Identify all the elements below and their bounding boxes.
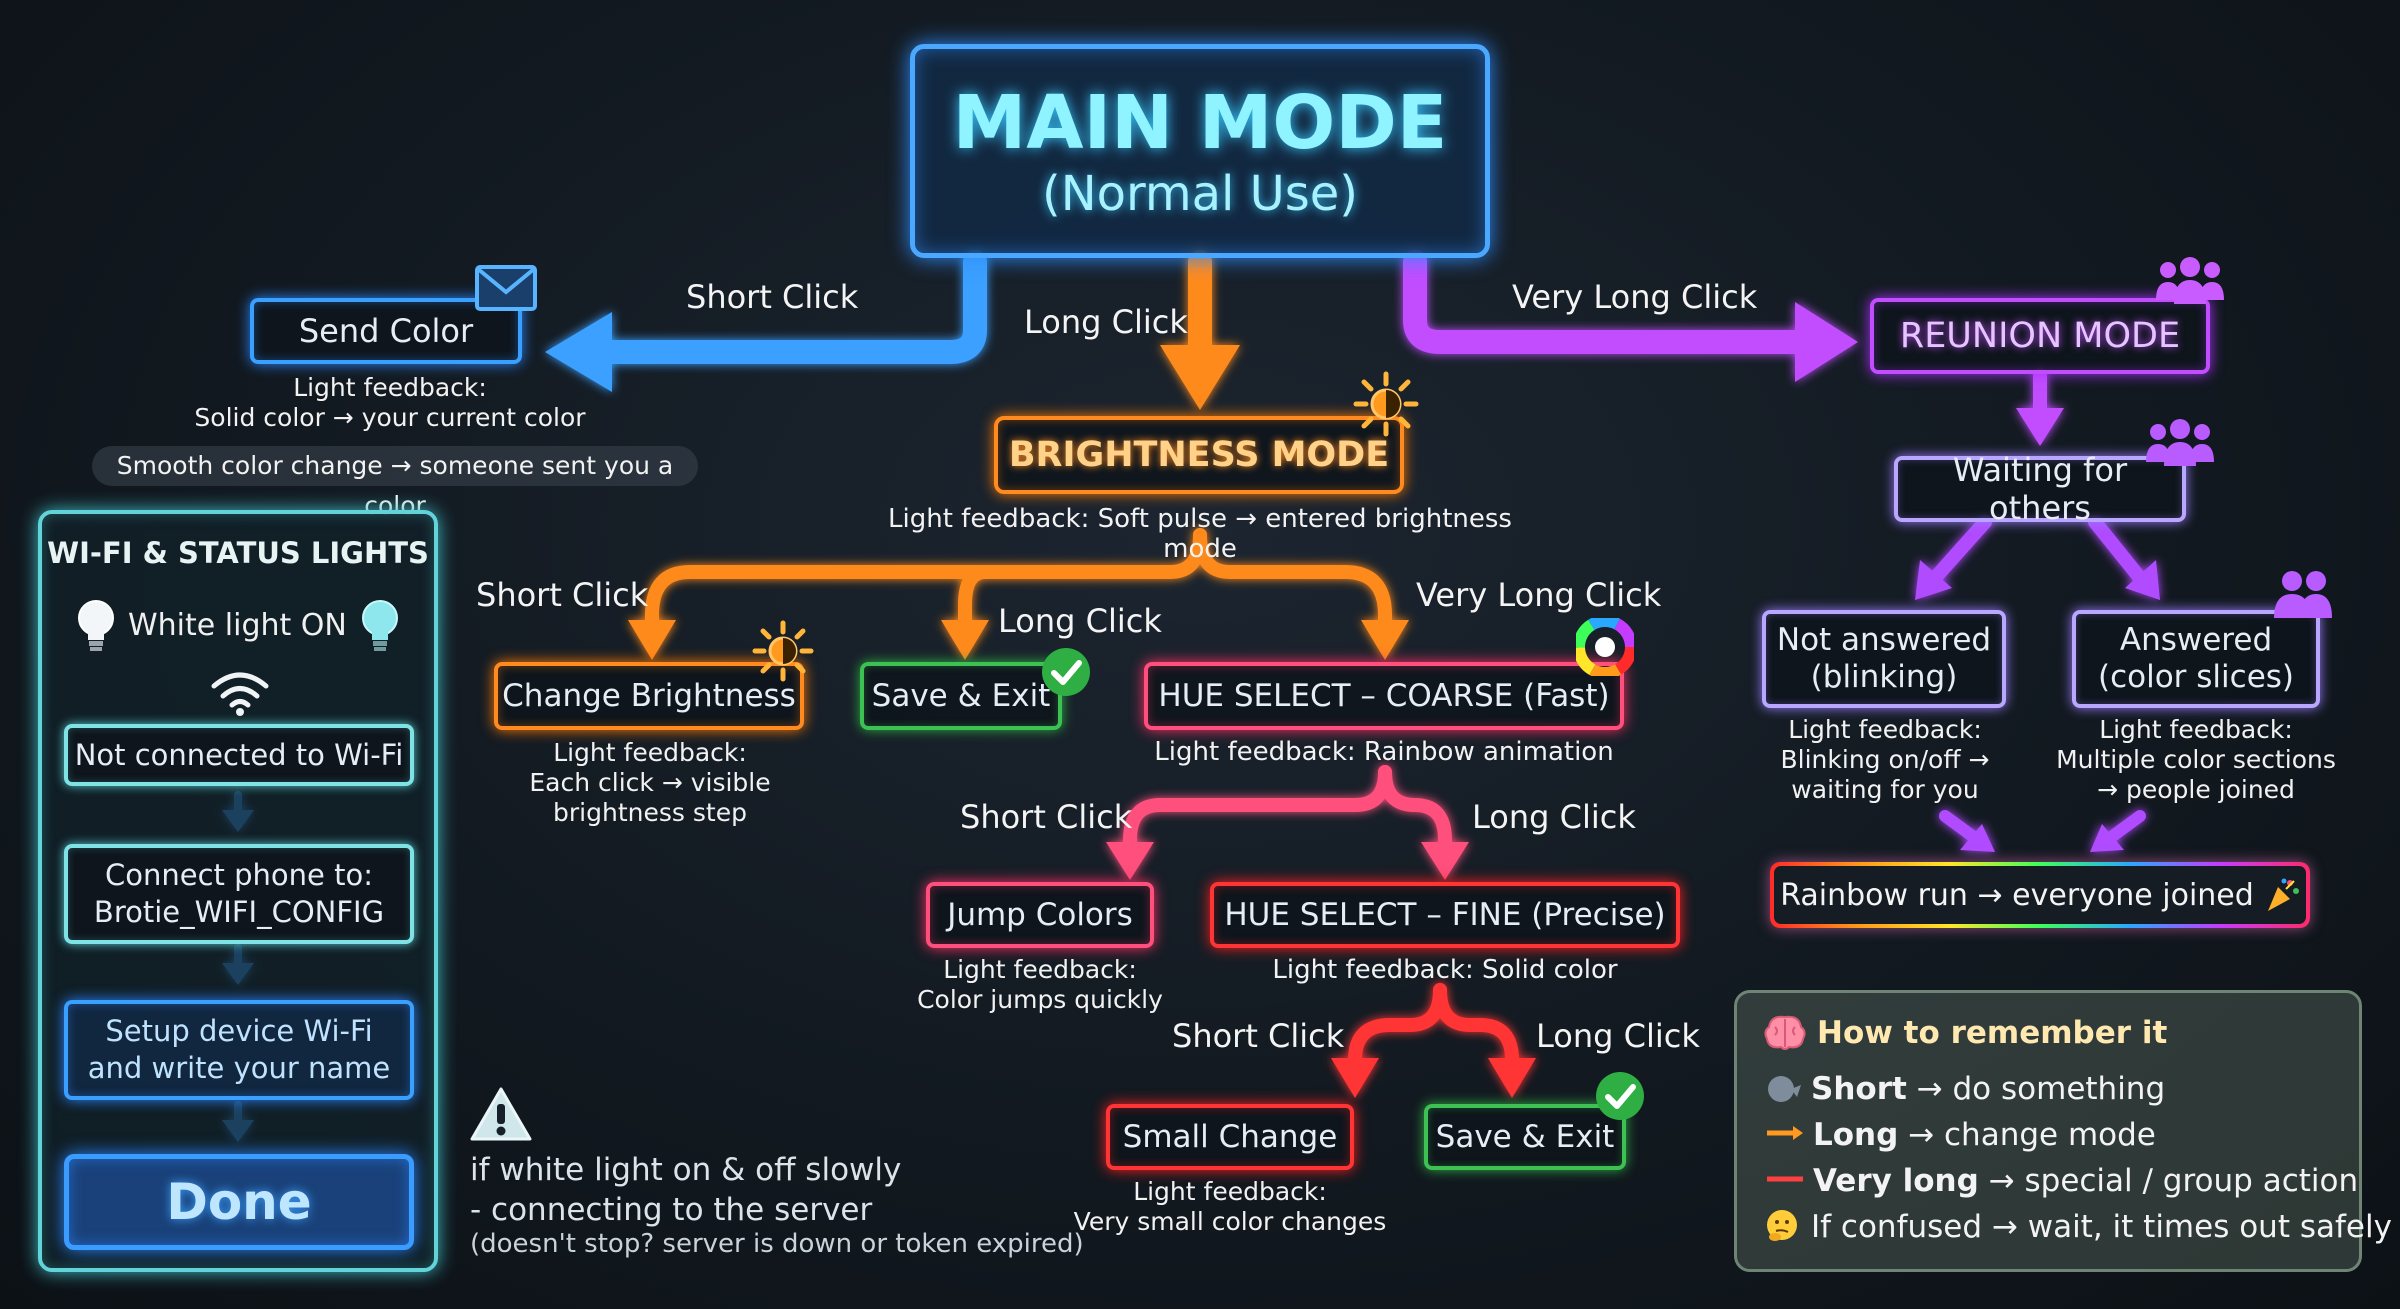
label-long-click-fine: Long Click [1536, 1017, 1700, 1055]
brightness-feedback: Light feedback: Soft pulse → entered bri… [888, 504, 1512, 564]
main-mode-box: MAIN MODE (Normal Use) [910, 44, 1490, 258]
done-box: Done [64, 1154, 414, 1250]
hue-coarse-feedback: Light feedback: Rainbow animation [1154, 737, 1614, 767]
wifi-panel-title: WI-FI & STATUS LIGHTS [47, 536, 429, 570]
people-icon [2146, 419, 2214, 466]
lightbulb-icon [78, 600, 114, 651]
hue-fine-box: HUE SELECT – FINE (Precise) [1210, 882, 1680, 948]
reunion-mode-title: REUNION MODE [1899, 316, 2181, 356]
label-short-click-main: Short Click [686, 278, 859, 316]
sun-icon [1353, 371, 1419, 437]
party-popper-icon [2267, 878, 2299, 911]
hue-coarse-label: HUE SELECT – COARSE (Fast) [1158, 678, 1610, 714]
save-exit-brightness-box: Save & Exit [860, 662, 1062, 730]
legend-title: How to remember it [1817, 1015, 2168, 1051]
arrow-very-long-click-reunion [1403, 250, 1807, 354]
checkmark-icon [1042, 648, 1090, 696]
not-answered-feedback: Light feedback: Blinking on/off → waitin… [1780, 715, 1990, 804]
thinking-face-icon [1767, 1210, 1797, 1241]
arrowhead-brightness [1160, 345, 1240, 410]
small-change-feedback: Light feedback: Very small color changes [1073, 1177, 1387, 1236]
sun-icon [752, 620, 814, 682]
label-long-click-main: Long Click [1024, 303, 1188, 341]
hue-fine-label: HUE SELECT – FINE (Precise) [1224, 897, 1666, 933]
arrow-short-click-send [588, 250, 987, 364]
speech-icon [1768, 1076, 1801, 1102]
label-long-click-brightness: Long Click [998, 602, 1162, 640]
jump-colors-feedback: Light feedback: Color jumps quickly [917, 955, 1163, 1014]
checkmark-icon [1596, 1072, 1644, 1120]
envelope-icon [475, 265, 537, 311]
orange-arrow-icon [1767, 1126, 1803, 1140]
brain-icon [1764, 1015, 1806, 1050]
save-exit-fine-box: Save & Exit [1424, 1104, 1626, 1170]
label-short-click-coarse: Short Click [960, 798, 1133, 836]
waiting-label: Waiting for others [1952, 451, 2128, 527]
color-wheel-icon [1576, 618, 1634, 676]
label-short-click-fine: Short Click [1172, 1017, 1345, 1055]
label-very-long-click-brightness: Very Long Click [1416, 576, 1662, 614]
warning-icon [470, 1087, 532, 1141]
send-color-label: Send Color [298, 312, 474, 350]
small-change-box: Small Change [1106, 1104, 1354, 1170]
answered-feedback: Light feedback: Multiple color sections … [2056, 715, 2336, 804]
legend-row-long: Long → change mode [1765, 1117, 2156, 1153]
label-short-click-brightness: Short Click [476, 576, 649, 614]
warning-line-3: (doesn't stop? server is down or token e… [470, 1229, 1084, 1259]
main-mode-subtitle: (Normal Use) [1041, 166, 1359, 222]
people-icon [2156, 257, 2224, 304]
answered-box: Answered (color slices) [2072, 610, 2320, 708]
lightbulb-icon [362, 600, 398, 651]
people-icon [2274, 571, 2332, 618]
label-long-click-coarse: Long Click [1472, 798, 1636, 836]
wifi-status-panel: WI-FI & STATUS LIGHTS White light ON Not… [38, 510, 438, 1272]
jump-colors-box: Jump Colors [926, 882, 1154, 948]
jump-colors-label: Jump Colors [947, 897, 1133, 933]
label-very-long-click-main: Very Long Click [1512, 278, 1758, 316]
save-exit-brightness-label: Save & Exit [871, 678, 1051, 714]
send-color-feedback: Light feedback: Solid color → your curre… [194, 373, 586, 432]
connect-phone-box: Connect phone to: Brotie_WIFI_CONFIG [64, 844, 414, 944]
arrowhead-send [545, 312, 612, 392]
not-connected-label: Not connected to Wi-Fi [74, 738, 404, 772]
not-answered-box: Not answered (blinking) [1762, 610, 2006, 708]
rainbow-run-box: Rainbow run → everyone joined [1770, 862, 2310, 928]
change-brightness-box: Change Brightness [494, 662, 804, 730]
hue-coarse-box: HUE SELECT – COARSE (Fast) [1144, 662, 1624, 730]
brightness-mode-box: BRIGHTNESS MODE [994, 416, 1404, 494]
wifi-icon [211, 672, 269, 716]
white-light-label: White light ON [128, 608, 347, 643]
brightness-mode-title: BRIGHTNESS MODE [1008, 435, 1390, 475]
change-brightness-feedback: Light feedback: Each click → visible bri… [529, 738, 771, 827]
setup-wifi-box: Setup device Wi-Fi and write your name [64, 1000, 414, 1100]
hue-fine-feedback: Light feedback: Solid color [1272, 955, 1618, 985]
arrowhead-reunion [1795, 302, 1858, 382]
legend-row-very-long: Very long → special / group action [1765, 1163, 2358, 1199]
main-mode-title: MAIN MODE [952, 80, 1448, 166]
warning-line-1: if white light on & off slowly [470, 1152, 902, 1188]
change-brightness-label: Change Brightness [502, 678, 796, 714]
send-color-feedback-smooth: Smooth color change → someone sent you a… [92, 446, 698, 520]
reunion-mode-box: REUNION MODE [1870, 298, 2210, 374]
legend-panel: How to remember it Short → do something … [1734, 990, 2392, 1272]
red-line-icon [1767, 1176, 1803, 1182]
not-connected-box: Not connected to Wi-Fi [64, 724, 414, 786]
done-label: Done [166, 1173, 312, 1231]
save-exit-fine-label: Save & Exit [1435, 1119, 1615, 1155]
legend-row-confused: If confused → wait, it times out safely [1765, 1209, 2392, 1245]
rainbow-run-label: Rainbow run → everyone joined [1780, 877, 2254, 913]
warning-line-2: - connecting to the server [470, 1192, 873, 1228]
legend-row-short: Short → do something [1765, 1071, 2165, 1107]
brightness-split [645, 528, 1207, 629]
waiting-box: Waiting for others [1894, 451, 2186, 527]
small-change-label: Small Change [1122, 1119, 1338, 1155]
